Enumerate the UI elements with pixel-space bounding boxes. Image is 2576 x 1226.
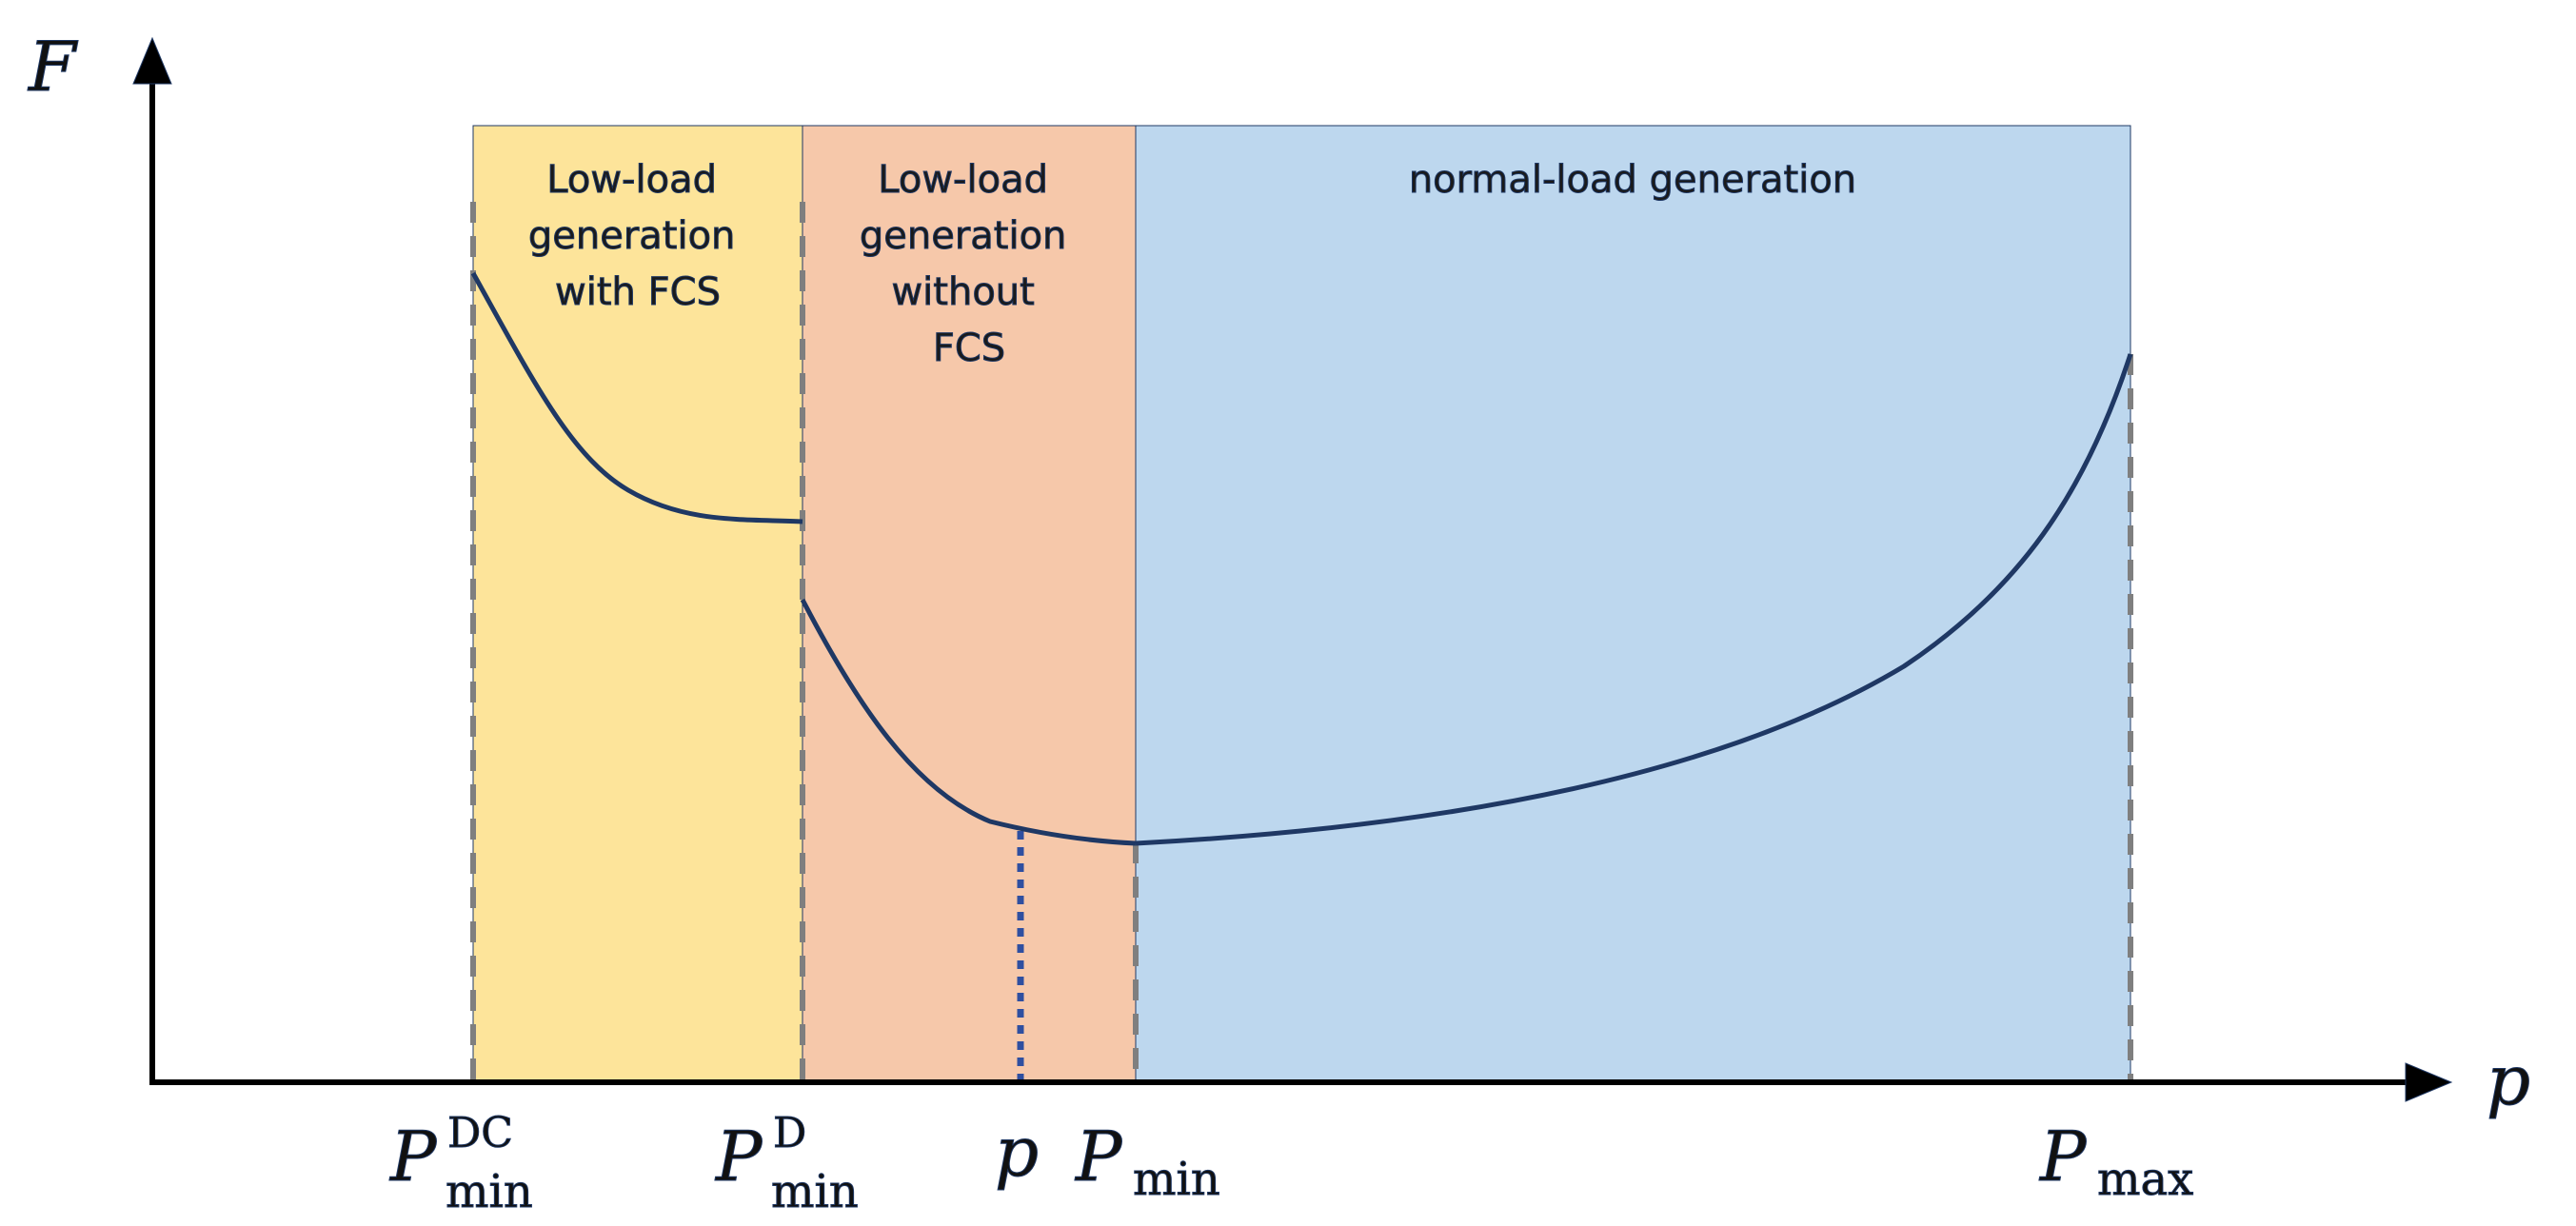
cost-curve-nofcs-segment [800, 598, 1137, 846]
svg-text:P: P [388, 1117, 438, 1196]
svg-text:max: max [2097, 1153, 2193, 1206]
svg-text:D: D [773, 1109, 806, 1157]
region-nofcs-label: Low-load generation without FCS [860, 158, 1079, 370]
y-axis-arrowhead [132, 36, 172, 85]
region-fcs-band [472, 125, 803, 1083]
svg-text:min: min [1133, 1153, 1220, 1206]
region-normal-band [1135, 125, 2131, 1083]
svg-text:P: P [1074, 1117, 1123, 1196]
tick-label-pd-min: P D min [714, 1109, 860, 1219]
x-axis-label: p [2487, 1040, 2530, 1120]
x-axis-arrowhead [2405, 1062, 2453, 1102]
region-normal-label: normal-load generation [1409, 158, 1856, 202]
cost-curve-normal-segment [1135, 353, 2133, 846]
y-axis-label: F [27, 27, 79, 107]
tick-label-p: p [995, 1112, 1040, 1193]
svg-text:DC: DC [447, 1109, 513, 1157]
svg-text:min: min [771, 1165, 859, 1218]
cost-curve-fcs-segment [470, 271, 803, 524]
svg-text:min: min [446, 1165, 533, 1218]
region-fcs-label: Low-load generation with FCS [528, 158, 747, 314]
tick-label-pdc-min: P DC min [388, 1109, 534, 1219]
tick-label-p-min: P min [1074, 1117, 1221, 1207]
svg-text:P: P [2038, 1117, 2088, 1196]
tick-label-p-max: P max [2038, 1117, 2194, 1207]
region-nofcs-band [802, 125, 1137, 1083]
svg-text:p: p [995, 1112, 1039, 1192]
svg-text:P: P [714, 1117, 763, 1196]
